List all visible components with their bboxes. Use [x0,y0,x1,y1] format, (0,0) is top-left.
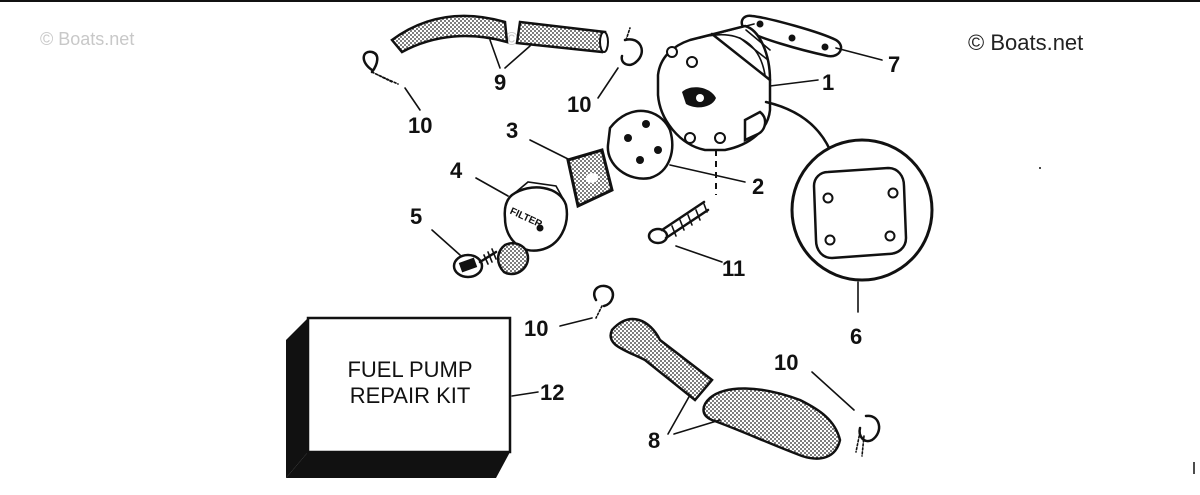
watermark-right: © Boats.net [968,30,1083,55]
callout-6: 6 [850,324,862,349]
callout-5: 5 [410,204,422,229]
kit-box-line2: REPAIR KIT [350,383,471,408]
part-8-lower-hoses [609,318,842,460]
part-3-filter-screen [529,139,614,209]
part-5-thumb-screw [431,229,498,279]
stray-dot [1039,167,1041,169]
watermark-left: © Boats.net [40,29,134,49]
part-10-clamp-lower-middle [559,284,615,327]
callout-8: 8 [648,428,660,453]
part-10-clamp-lower-right [811,371,881,457]
callout-10-lower-middle: 10 [524,316,548,341]
part-12-repair-kit-box: FUEL PUMP REPAIR KIT [286,316,539,478]
callout-10-lower-right: 10 [774,350,798,375]
part-6-diaphragm [790,138,934,313]
part-9-upper-hoses [390,14,609,69]
callout-9: 9 [494,70,506,95]
callout-4: 4 [450,158,463,183]
kit-box-line1: FUEL PUMP [347,357,472,382]
callout-10-upper-left: 10 [408,113,432,138]
callout-1: 1 [822,70,834,95]
callout-11: 11 [722,256,745,281]
callout-10-upper-middle: 10 [567,92,591,117]
part-10-clamp-upper-left [362,50,421,111]
callout-2: 2 [752,174,764,199]
part-1-pump-body [656,23,832,152]
part-10-clamp-upper-middle [597,27,643,99]
callout-12: 12 [540,380,564,405]
callout-7: 7 [888,52,900,77]
part-4-filter-cap: FILTER [475,177,569,276]
part-11-bolt [647,200,723,263]
part-2-plate [606,109,746,195]
callout-3: 3 [506,118,518,143]
part-7-gasket [740,14,883,61]
